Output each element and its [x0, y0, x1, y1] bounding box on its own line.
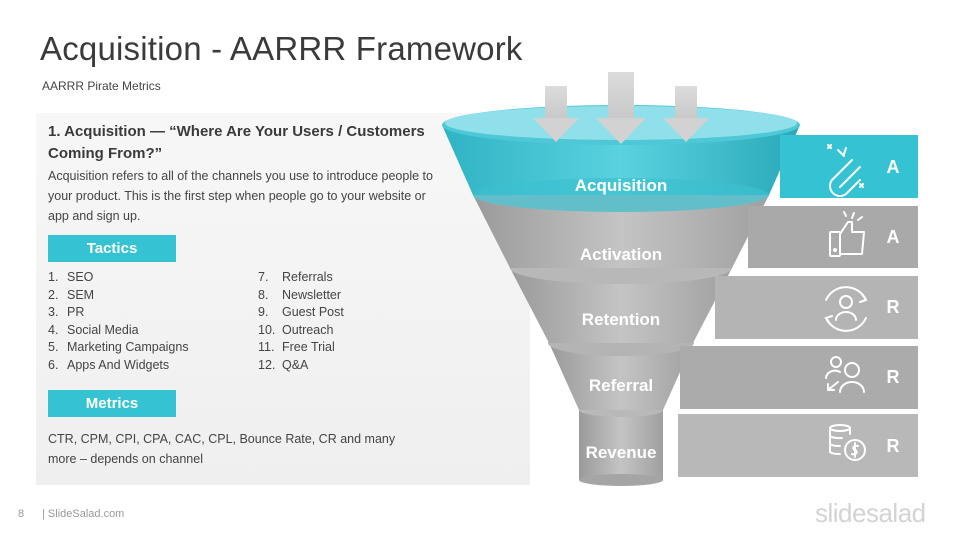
arrow-down-icon [663, 86, 709, 142]
stage-label-retention: Retention [582, 310, 660, 329]
metrics-text: CTR, CPM, CPI, CPA, CAC, CPL, Bounce Rat… [48, 432, 396, 466]
user-cycle-icon [824, 286, 868, 332]
band-letter: R [887, 297, 900, 317]
band-letter: R [887, 367, 900, 387]
band-acquisition: A [780, 135, 918, 198]
band-letter: A [887, 157, 900, 177]
tactics-label: Tactics [48, 235, 176, 262]
thumbs-up-icon [829, 211, 865, 257]
page-number: 8 [18, 508, 25, 520]
panel-heading: 1. Acquisition — “Where Are Your Users /… [48, 123, 425, 162]
list-item: 9.Guest Post [258, 305, 344, 320]
tactics-list-left: 1.SEO 2.SEM 3.PR 4.Social Media 5.Market… [48, 269, 189, 375]
band-letter: R [887, 436, 900, 456]
tactics-list-right: 7.Referrals 8.Newsletter 9.Guest Post 10… [258, 269, 344, 375]
band-referral: R [680, 346, 918, 409]
list-item: 11.Free Trial [258, 340, 335, 355]
list-item: 2.SEM [48, 287, 95, 302]
list-item: 12.Q&A [258, 357, 309, 372]
panel-description: Acquisition refers to all of the channel… [48, 169, 433, 223]
stage-label-activation: Activation [580, 245, 662, 264]
list-item: 5.Marketing Campaigns [48, 340, 189, 355]
coins-dollar-icon [829, 424, 866, 461]
list-item: 8.Newsletter [258, 287, 342, 302]
arrow-down-icon [533, 86, 579, 142]
list-item: 7.Referrals [258, 270, 333, 284]
arrow-down-icon [596, 72, 646, 144]
list-item: 4.Social Media [48, 322, 139, 337]
stage-label-revenue: Revenue [586, 443, 657, 462]
list-item: 3.PR [48, 305, 85, 320]
metrics-label: Metrics [48, 390, 176, 417]
stage-label-referral: Referral [589, 376, 653, 395]
band-revenue: R [678, 414, 918, 477]
list-item: 1.SEO [48, 270, 94, 284]
list-item: 6.Apps And Widgets [48, 357, 170, 372]
band-letter: A [887, 227, 900, 247]
magnet-icon [827, 144, 864, 197]
slide-subtitle: AARRR Pirate Metrics [42, 79, 161, 93]
funnel-stage-revenue [579, 403, 663, 486]
content-panel [36, 113, 530, 485]
stage-label-acquisition: Acquisition [575, 176, 668, 195]
slide-title: Acquisition - AARRR Framework [40, 30, 523, 67]
band-retention: R [715, 276, 918, 339]
list-item: 10.Outreach [258, 322, 334, 337]
footer-site: | SlideSalad.com [42, 508, 125, 520]
down-arrows [533, 72, 709, 144]
brand-logo: slidesalad [815, 498, 926, 528]
referral-users-icon [825, 356, 865, 393]
band-activation: A [748, 206, 918, 268]
